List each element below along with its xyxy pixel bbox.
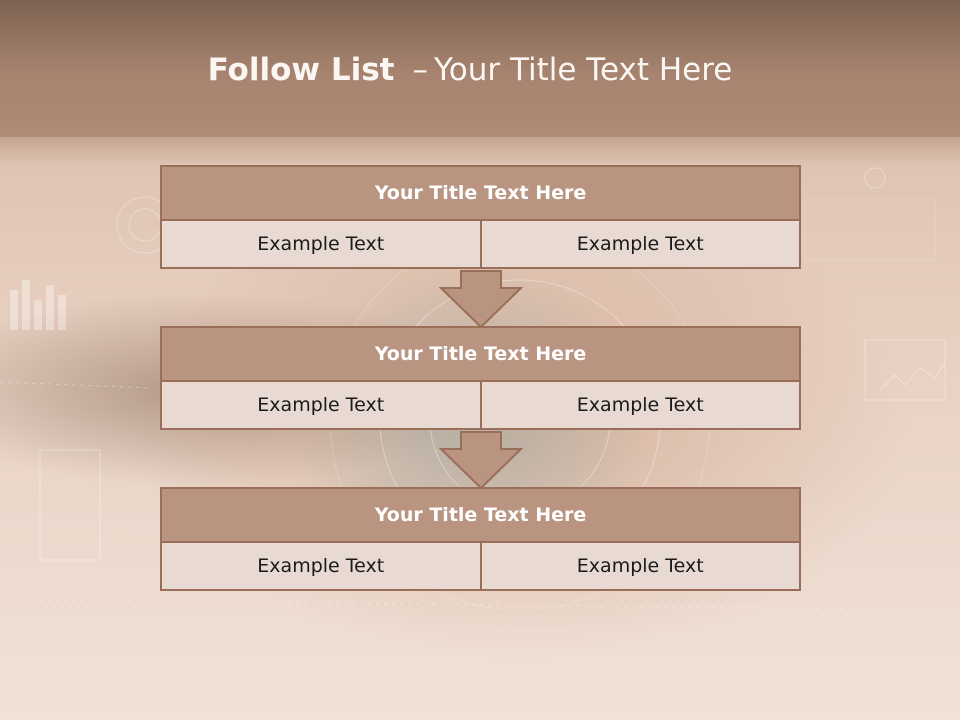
list-block-2: Your Title Text Here Example Text Exampl…	[160, 326, 801, 430]
block-cell-right: Example Text	[479, 380, 801, 430]
down-arrow-icon	[439, 431, 523, 489]
block-cell-right: Example Text	[479, 219, 801, 269]
slide-title-bold: Follow List	[207, 52, 395, 88]
slide-title-separator: –	[412, 52, 428, 88]
block-title: Your Title Text Here	[160, 487, 801, 543]
list-block-3: Your Title Text Here Example Text Exampl…	[160, 487, 801, 591]
block-row: Example Text Example Text	[160, 380, 801, 430]
slide-title-rest: Your Title Text Here	[433, 52, 733, 88]
list-block-1: Your Title Text Here Example Text Exampl…	[160, 165, 801, 269]
block-title: Your Title Text Here	[160, 326, 801, 382]
slide-title: Follow List–Your Title Text Here	[0, 52, 940, 88]
block-title: Your Title Text Here	[160, 165, 801, 221]
slide-header	[0, 0, 960, 137]
block-cell-left: Example Text	[160, 541, 482, 591]
block-cell-right: Example Text	[479, 541, 801, 591]
down-arrow-icon	[439, 270, 523, 328]
header-band	[0, 137, 960, 165]
block-row: Example Text Example Text	[160, 541, 801, 591]
block-row: Example Text Example Text	[160, 219, 801, 269]
block-cell-left: Example Text	[160, 380, 482, 430]
block-cell-left: Example Text	[160, 219, 482, 269]
